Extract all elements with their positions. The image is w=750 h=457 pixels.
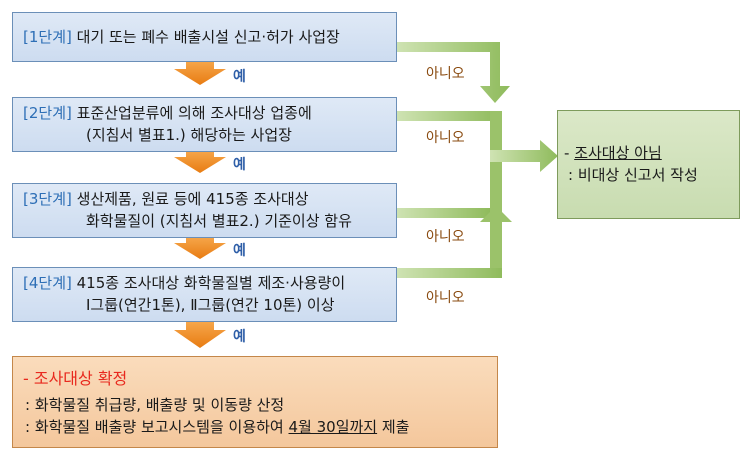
step-4-box: [4단계] 415종 조사대상 화학물질별 제조·사용량이 Ⅰ그룹(연간1톤),… xyxy=(12,267,397,322)
no-label-1: 아니오 xyxy=(426,66,465,82)
confirmed-line-2: : 화학물질 배출량 보고시스템을 이용하여 xyxy=(25,418,289,436)
yes-label-2: 예 xyxy=(233,157,246,173)
no-arrow-3 xyxy=(396,208,490,218)
yes-label-3: 예 xyxy=(233,243,246,259)
not-target-box: - 조사대상 아님 : 비대상 신고서 작성 xyxy=(557,110,740,219)
no-trunk xyxy=(490,111,502,277)
confirmed-line-1: : 화학물질 취급량, 배출량 및 이동량 산정 xyxy=(25,396,285,414)
yes-label-1: 예 xyxy=(233,69,246,85)
step-3-tag: [3단계] xyxy=(23,190,72,208)
step-2-tag: [2단계] xyxy=(23,104,72,122)
step-3-text-line2: 화학물질이 (지침서 별표2.) 기준이상 함유 xyxy=(86,212,352,230)
step-1-text: 대기 또는 폐수 배출시설 신고·허가 사업장 xyxy=(76,28,340,46)
no-label-3: 아니오 xyxy=(426,229,465,245)
yes-arrow-1 xyxy=(174,61,226,85)
no-arrow-3-up xyxy=(480,206,512,230)
step-4-text-line2: Ⅰ그룹(연간1톤), Ⅱ그룹(연간 10톤) 이상 xyxy=(86,296,335,314)
not-target-prefix: - xyxy=(564,144,575,162)
no-label-2: 아니오 xyxy=(426,130,465,146)
no-arrow-to-result xyxy=(490,140,558,172)
step-3-box: [3단계] 생산제품, 원료 등에 415종 조사대상 화학물질이 (지침서 별… xyxy=(12,183,397,238)
step-2-text-line1: 표준산업분류에 의해 조사대상 업종에 xyxy=(76,104,312,122)
yes-arrow-4 xyxy=(174,322,226,348)
no-label-4: 아니오 xyxy=(426,290,465,306)
not-target-note: : 비대상 신고서 작성 xyxy=(568,166,698,184)
confirmed-title: - 조사대상 확정 xyxy=(23,369,128,388)
yes-arrow-3 xyxy=(174,237,226,259)
no-arrow-1 xyxy=(396,42,510,103)
step-2-box: [2단계] 표준산업분류에 의해 조사대상 업종에 (지침서 별표1.) 해당하… xyxy=(12,97,397,152)
confirmed-box: - 조사대상 확정 : 화학물질 취급량, 배출량 및 이동량 산정 : 화학물… xyxy=(12,356,498,448)
step-3-text-line1: 생산제품, 원료 등에 415종 조사대상 xyxy=(76,190,309,208)
no-arrow-4 xyxy=(396,268,502,278)
step-4-text-line1: 415종 조사대상 화학물질별 제조·사용량이 xyxy=(76,274,346,292)
step-4-tag: [4단계] xyxy=(23,274,72,292)
step-2-text-line2: (지침서 별표1.) 해당하는 사업장 xyxy=(86,126,292,144)
step-1-box: [1단계] 대기 또는 폐수 배출시설 신고·허가 사업장 xyxy=(12,12,397,62)
step-1-tag: [1단계] xyxy=(23,28,72,46)
confirmed-deadline: 4월 30일까지 xyxy=(288,418,378,436)
not-target-title: 조사대상 아님 xyxy=(574,144,662,162)
confirmed-line-2-end: 제출 xyxy=(377,418,410,436)
no-arrow-2 xyxy=(396,111,500,121)
yes-arrow-2 xyxy=(174,151,226,173)
yes-label-4: 예 xyxy=(233,329,246,345)
